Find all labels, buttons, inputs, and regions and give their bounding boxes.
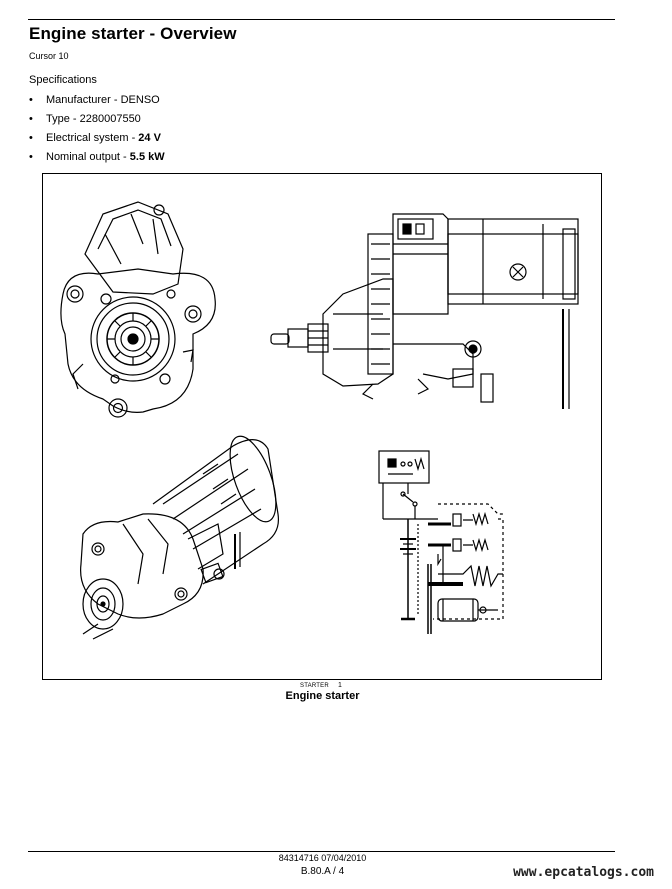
spec-item-nominal-output: • Nominal output - 5.5 kW: [29, 150, 165, 169]
document-code: 84314716 07/04/2010: [278, 853, 367, 863]
spec-value: 24 V: [138, 132, 161, 144]
watermark-link[interactable]: www.epcatalogs.com: [513, 865, 654, 880]
spec-label: Manufacturer -: [46, 94, 121, 106]
spec-label: Electrical system -: [46, 132, 139, 144]
bullet-icon: •: [29, 151, 33, 163]
figure-tag: STARTER: [300, 683, 329, 689]
figure-frame: [42, 173, 602, 680]
page-reference: B.80.A / 4: [300, 866, 345, 877]
side-view-drawing: [270, 213, 579, 409]
front-view-drawing: [60, 201, 216, 418]
spec-item-electrical-system: • Electrical system - 24 V: [29, 131, 165, 150]
bottom-rule: [28, 851, 615, 852]
perspective-view-drawing: [80, 435, 280, 640]
page-subtitle: Cursor 10: [29, 51, 69, 61]
bullet-icon: •: [29, 94, 33, 106]
spec-label: Nominal output -: [46, 151, 130, 163]
bullet-icon: •: [29, 132, 33, 144]
page-title: Engine starter - Overview: [29, 24, 237, 43]
spec-item-type: • Type - 2280007550: [29, 112, 165, 131]
spec-label: Type -: [46, 113, 80, 125]
bullet-icon: •: [29, 113, 33, 125]
top-rule: [28, 19, 615, 20]
spec-item-manufacturer: • Manufacturer - DENSO: [29, 93, 165, 112]
starter-illustration: [60, 201, 579, 640]
specifications-heading: Specifications: [29, 74, 97, 86]
figure-caption: Engine starter: [285, 690, 360, 702]
specifications-list: • Manufacturer - DENSO • Type - 22800075…: [29, 93, 165, 169]
figure-number: 1: [338, 682, 342, 689]
spec-value: 2280007550: [79, 113, 141, 125]
spec-value: 5.5 kW: [129, 151, 165, 163]
wiring-diagram: [378, 450, 504, 634]
spec-value: DENSO: [120, 94, 160, 106]
